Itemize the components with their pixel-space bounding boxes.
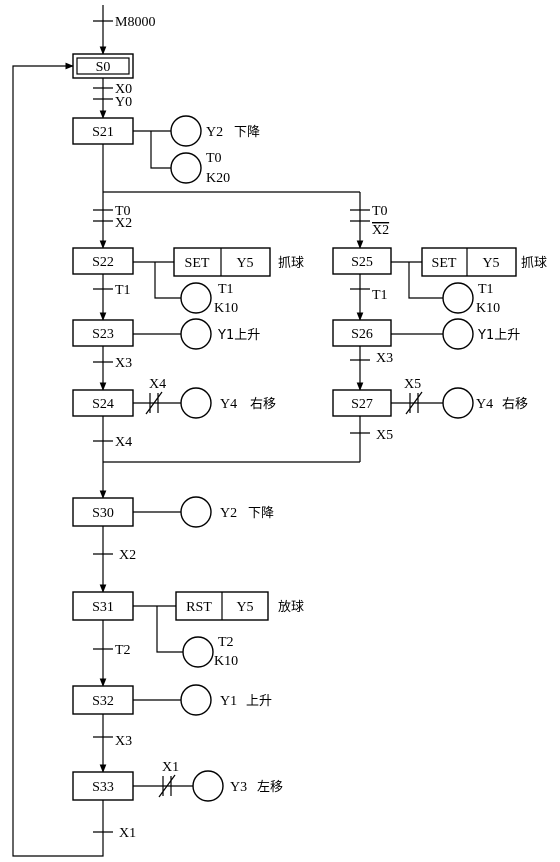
coil-icon [180, 496, 212, 528]
coil-icon [192, 770, 224, 802]
transition-label-t0: T0 [372, 204, 388, 219]
instruction-label-rst: RST [186, 600, 212, 615]
action-text-down: 下降 [248, 506, 274, 521]
step-s33: S33 [72, 771, 134, 801]
action-line [408, 262, 443, 299]
timer-coil-icon [180, 282, 212, 314]
timer-coil-icon [170, 152, 202, 184]
step-label: S0 [96, 60, 111, 75]
step-label: S27 [351, 397, 373, 412]
contact-label-x5: X5 [404, 377, 421, 392]
timer-coil-icon [182, 636, 214, 668]
nc-contact-icon [158, 774, 176, 798]
set-instruction-box: SET Y5 [173, 247, 271, 277]
step-label: S33 [92, 780, 114, 795]
contact-label-x4: X4 [149, 377, 166, 392]
timer-label-t1: T1 [478, 282, 494, 297]
timer-label-t0: T0 [206, 151, 222, 166]
transition-label-x1: X1 [119, 826, 136, 841]
transition-label-m8000: M8000 [115, 15, 155, 30]
step-s32: S32 [72, 685, 134, 715]
operand-label-y5: Y5 [482, 256, 499, 271]
step-s27: S27 [332, 389, 392, 417]
transition-label-x0: X0 [115, 82, 132, 97]
timer-preset-k10: K10 [214, 654, 238, 669]
coil-icon [170, 115, 202, 147]
action-text-left: 左移 [257, 780, 283, 795]
coil-label-y3: Y3 [230, 780, 247, 795]
transition-label-x3: X3 [115, 356, 132, 371]
step-s26: S26 [332, 319, 392, 347]
transition-label-x5: X5 [376, 428, 393, 443]
timer-coil-icon [442, 282, 474, 314]
transition-label-x2: X2 [119, 548, 136, 563]
coil-icon [180, 318, 212, 350]
set-instruction-box: SET Y5 [421, 247, 517, 277]
action-line [154, 262, 181, 299]
transition-label-y0: Y0 [115, 95, 132, 110]
coil-label-y1-up: Y1上升 [217, 328, 260, 343]
transition-label-x2: X2 [115, 216, 132, 231]
rst-instruction-box: RST Y5 [175, 591, 269, 621]
step-label: S21 [92, 125, 114, 140]
action-text-up: 上升 [246, 694, 272, 709]
coil-label-y1-up: Y1上升 [477, 328, 520, 343]
step-s23: S23 [72, 319, 134, 347]
coil-icon [180, 387, 212, 419]
transition-label-t0: T0 [115, 204, 131, 219]
step-label: S32 [92, 694, 114, 709]
step-label: S23 [92, 327, 114, 342]
action-text-right: 右移 [250, 397, 276, 412]
action-line [150, 131, 171, 169]
step-s25: S25 [332, 247, 392, 275]
coil-label-y4: Y4 [476, 397, 493, 412]
action-text-grab: 抓球 [521, 256, 547, 271]
coil-icon [180, 684, 212, 716]
step-s0: S0 [72, 53, 134, 79]
transition-label-t1-right: T1 [372, 288, 388, 303]
coil-label-y2: Y2 [206, 125, 223, 140]
timer-preset-k20: K20 [206, 171, 230, 186]
timer-preset-k10: K10 [476, 301, 500, 316]
action-line [156, 606, 183, 653]
transition-label-x2-negated: X2 [372, 223, 389, 238]
coil-label-y4: Y4 [220, 397, 237, 412]
timer-preset-k10: K10 [214, 301, 238, 316]
loop-back-line [12, 62, 104, 857]
contact-label-x1: X1 [162, 760, 179, 775]
nc-contact-icon [405, 391, 423, 415]
timer-label-t2: T2 [218, 635, 234, 650]
transition-label-t2: T2 [115, 643, 131, 658]
step-label: S30 [92, 506, 114, 521]
coil-label-y1: Y1 [220, 694, 237, 709]
step-s30: S30 [72, 497, 134, 527]
action-text-right: 右移 [502, 397, 528, 412]
step-label: S26 [351, 327, 373, 342]
step-label: S25 [351, 255, 373, 270]
instruction-label-set: SET [185, 256, 210, 271]
transition-label-t1: T1 [115, 283, 131, 298]
operand-label-y5: Y5 [236, 600, 253, 615]
step-s31: S31 [72, 591, 134, 621]
action-text-grab: 抓球 [278, 256, 304, 271]
step-s24: S24 [72, 389, 134, 417]
transition-label-x3: X3 [115, 734, 132, 749]
transition-label-x4: X4 [115, 435, 132, 450]
step-s21: S21 [72, 117, 134, 145]
coil-icon [442, 318, 474, 350]
coil-icon [442, 387, 474, 419]
nc-contact-icon [145, 391, 163, 415]
coil-label-y2: Y2 [220, 506, 237, 521]
step-label: S24 [92, 397, 114, 412]
action-text-down: 下降 [234, 125, 260, 140]
operand-label-y5: Y5 [236, 256, 253, 271]
step-label: S22 [92, 255, 114, 270]
step-s22: S22 [72, 247, 134, 275]
step-label: S31 [92, 600, 114, 615]
timer-label-t1: T1 [218, 282, 234, 297]
instruction-label-set: SET [432, 256, 457, 271]
transition-label-x3: X3 [376, 351, 393, 366]
action-text-release: 放球 [278, 600, 304, 615]
